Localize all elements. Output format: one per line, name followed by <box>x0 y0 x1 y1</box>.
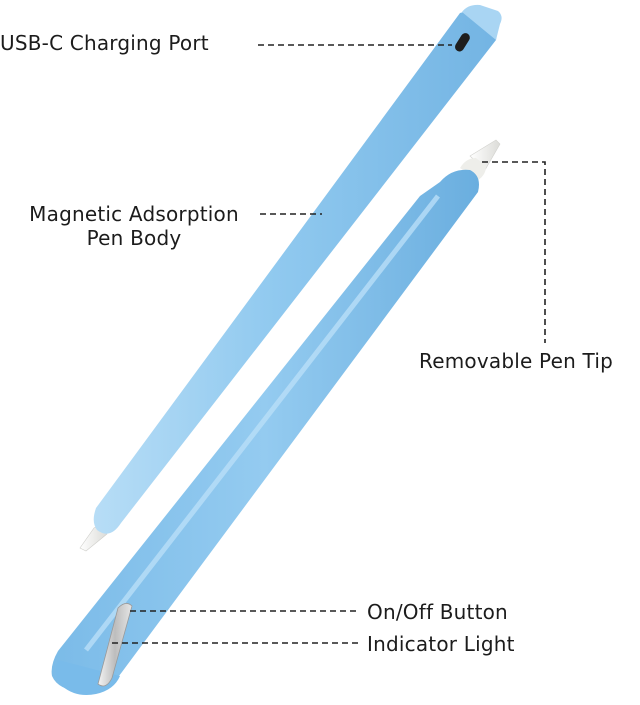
on-off-button <box>97 603 133 687</box>
pen-body-upper <box>79 4 502 552</box>
on-off-button-label: On/Off Button <box>367 600 508 624</box>
pen-body-label-line2: Pen Body <box>86 226 182 250</box>
pen-cap-upper <box>462 4 502 40</box>
leader-pen-tip <box>482 161 546 343</box>
usb-port-label: USB-C Charging Port <box>0 31 209 55</box>
pen-body-label-line1: Magnetic Adsorption <box>29 202 239 226</box>
pen-body-label: Magnetic Adsorption Pen Body <box>8 202 260 250</box>
pen-shaft-upper <box>93 9 499 534</box>
pen-tip-collar <box>460 158 486 180</box>
indicator-light-label: Indicator Light <box>367 632 515 656</box>
usb-c-port <box>455 33 470 52</box>
pen-tip-label: Removable Pen Tip <box>419 349 613 373</box>
pen-shaft-lower <box>51 169 479 692</box>
leader-lines <box>112 44 546 644</box>
pen-body-lower <box>51 139 501 695</box>
